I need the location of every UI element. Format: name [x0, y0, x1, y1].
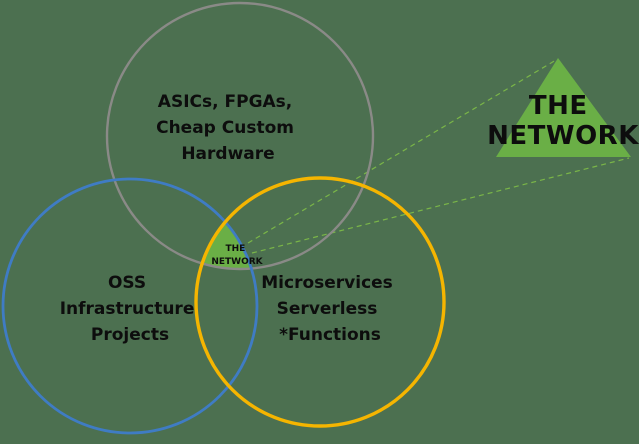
leader-line-bottom	[251, 157, 630, 254]
callout-label: THE NETWORK	[487, 91, 639, 151]
circle-microservices	[194, 176, 446, 428]
circle-hardware	[105, 1, 375, 271]
circle-label-oss: OSS Infrastructure Projects	[60, 273, 201, 345]
intersection-label: THE NETWORK	[211, 244, 263, 267]
leader-lines-group	[247, 59, 630, 254]
circle-label-hardware: ASICs, FPGAs, Cheap Custom Hardware	[156, 92, 300, 164]
leader-line-top	[247, 59, 557, 244]
circle-oss	[1, 177, 259, 435]
callout-triangle	[496, 58, 631, 157]
circle-label-microservices: Microservices Serverless *Functions	[261, 273, 398, 345]
